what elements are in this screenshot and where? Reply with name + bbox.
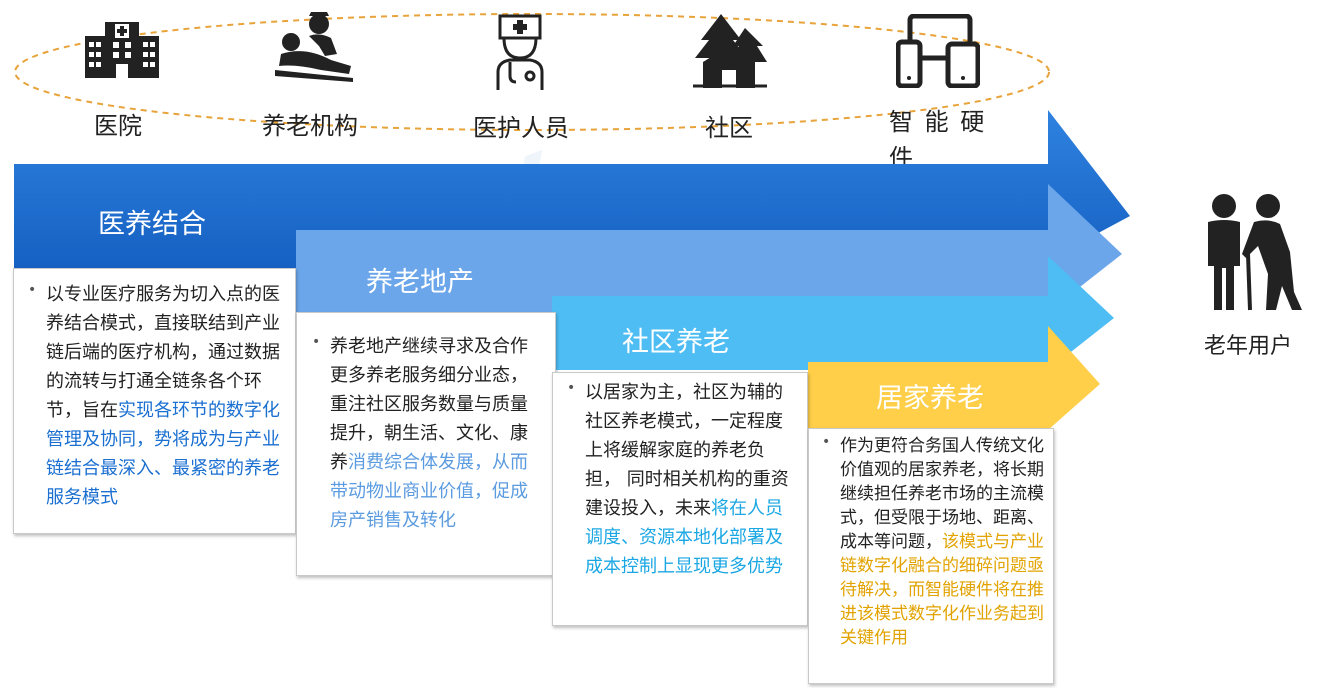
desc-home-care-highlight: 该模式与产业链数字化融合的细碎问题亟待解决，而智能硬件将在推进该模式数字化作业务… — [840, 532, 1044, 648]
arrow-elder-real-estate — [296, 184, 1122, 312]
top-label-nursing-home: 养老机构 — [262, 112, 358, 140]
desc-medical-care-highlight: 实现各环节的数字化管理及协同，势将成为与产业链结合最深入、最紧密的养老服务模式 — [46, 400, 280, 508]
nursing-home-icon — [275, 12, 353, 82]
model-title-home-care: 居家养老 — [876, 383, 984, 414]
desc-elder-real-estate-highlight: 消费综合体发展，从而带动物业商业价值，促成房产销售及转化 — [330, 452, 528, 531]
top-label-community: 社区 — [705, 114, 753, 142]
desc-home-care-plain: 作为更符合务国人传统文化价值观的居家养老，将长期继续担任养老市场的主流模式，但受… — [840, 436, 1044, 552]
bullet-icon: • — [312, 334, 321, 350]
nurse-icon — [496, 14, 544, 90]
model-title-elder-real-estate: 养老地产 — [366, 267, 474, 298]
desc-box-elder-real-estate — [296, 312, 556, 576]
desc-elder-real-estate-plain: 养老地产继续寻求及合作更多养老服务细分业态，重注社区服务数量与质量提升，朝生活、… — [330, 336, 528, 473]
desc-box-home-care — [808, 428, 1054, 684]
desc-community-care: • 以居家为主，社区为辅的社区养老模式，一定程度上将缓解家庭的养老负担， 同时相关… — [567, 378, 797, 581]
desc-box-medical-care — [13, 268, 296, 534]
model-title-community-care: 社区养老 — [622, 327, 730, 358]
top-label-nurse: 医护人员 — [473, 114, 569, 142]
elderly-couple-icon — [1208, 194, 1302, 311]
bullet-icon: • — [822, 434, 831, 450]
arrow-community-care — [552, 256, 1114, 370]
top-label-hospital: 医院 — [94, 112, 142, 140]
community-icon — [693, 14, 767, 88]
desc-elder-real-estate: • 养老地产继续寻求及合作更多养老服务细分业态，重注社区服务数量与质量提升，朝生活… — [312, 332, 544, 535]
desc-community-care-highlight: 将在人员调度、资源本地化部署及成本控制上显现更多优势 — [585, 498, 783, 577]
desc-box-community-care — [552, 372, 808, 626]
desc-medical-care: • 以专业医疗服务为切入点的医养结合模式，直接联结到产业链后端的医疗机构，通过数据… — [28, 280, 286, 512]
smart-devices-icon — [896, 14, 980, 88]
hospital-icon — [85, 22, 159, 78]
desc-home-care: • 作为更符合务国人传统文化价值观的居家养老，将长期继续担任养老市场的主流模式，但… — [822, 434, 1046, 650]
arrow-home-care — [808, 326, 1100, 430]
bullet-icon: • — [28, 282, 37, 298]
bullet-icon: • — [567, 380, 576, 396]
end-user-label: 老年用户 — [1204, 334, 1293, 359]
desc-medical-care-plain: 以专业医疗服务为切入点的医养结合模式，直接联结到产业链后端的医疗机构，通过数据的… — [46, 284, 280, 421]
desc-community-care-plain: 以居家为主，社区为辅的社区养老模式，一定程度上将缓解家庭的养老负担， 同时相关机… — [585, 382, 789, 519]
model-title-medical-care: 医养结合 — [98, 209, 206, 240]
